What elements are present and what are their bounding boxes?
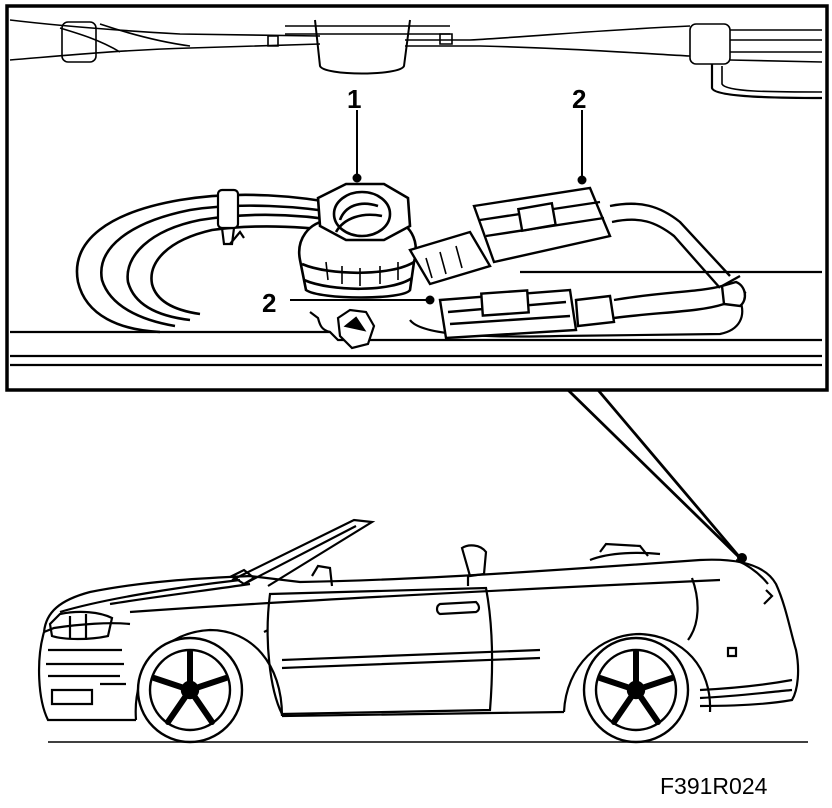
- lower-connector-pair: [438, 274, 747, 340]
- inset-pointer: [567, 388, 744, 562]
- callout-label-2-lower: 2: [262, 288, 276, 318]
- detail-inset: [5, 4, 829, 392]
- cable-tie-clip: [216, 188, 245, 246]
- car-body-outline: [37, 558, 800, 722]
- figure-code: F391R024: [660, 773, 768, 799]
- upper-connector-pair: [408, 186, 731, 289]
- upper-harness-strip: [9, 19, 823, 100]
- rear-wheel: [582, 636, 690, 744]
- wiring-harness-loop: [75, 193, 346, 334]
- callout-label-2-upper: 2: [572, 84, 586, 114]
- callout-leaders: [290, 110, 583, 301]
- sensor-unit: [297, 182, 417, 299]
- fixing-nut: [336, 308, 376, 350]
- sill-panel-lines: [10, 270, 822, 367]
- location-marker: [737, 553, 747, 563]
- inset-frame: [5, 4, 829, 392]
- callout-label-1: 1: [347, 84, 361, 114]
- door-outline: [266, 586, 494, 716]
- convertible-car-side-view: [37, 518, 808, 743]
- callout-dots: [352, 173, 587, 305]
- front-wheel: [136, 636, 244, 744]
